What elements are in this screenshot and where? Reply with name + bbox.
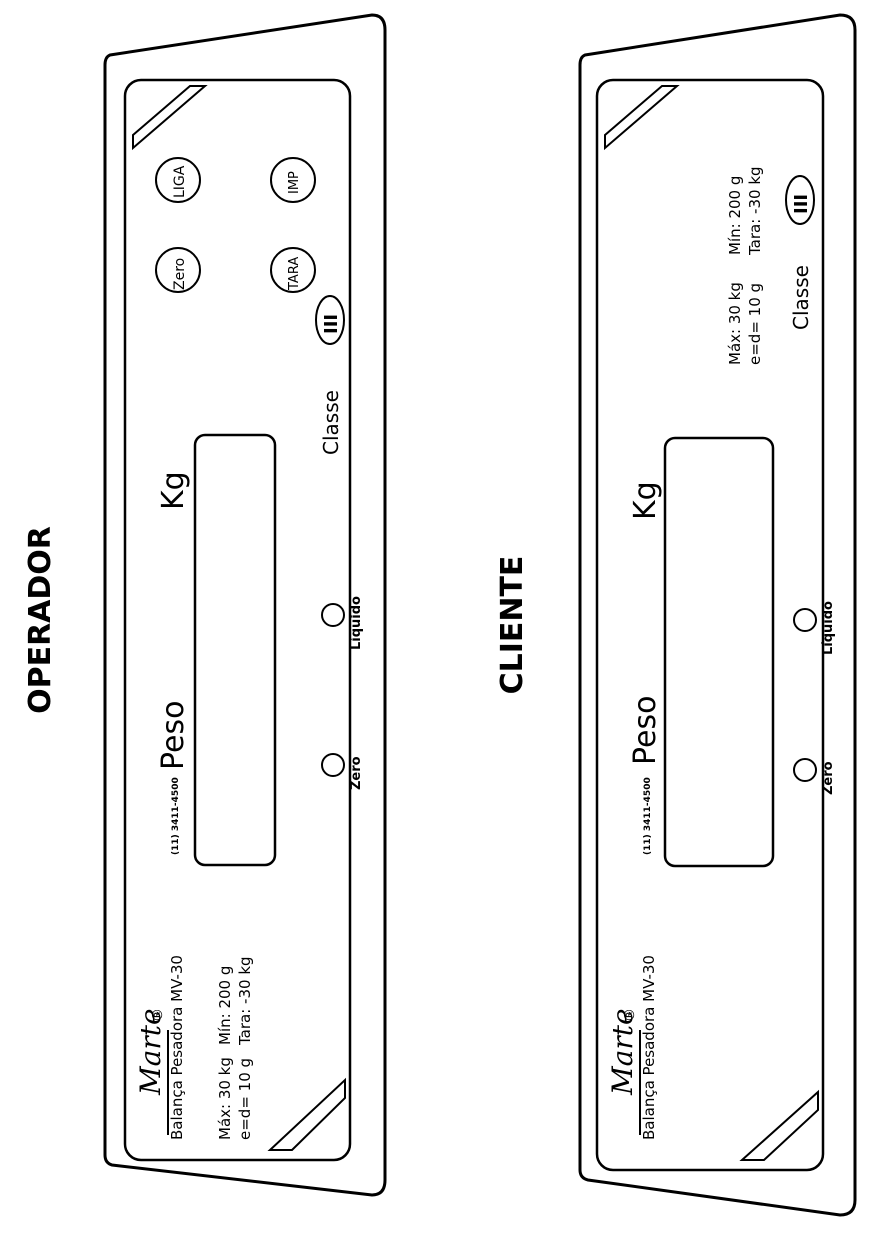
operador-tara-label: TARA bbox=[287, 257, 302, 291]
operador-tara-button[interactable]: TARA bbox=[270, 247, 316, 293]
operador-display-window bbox=[193, 433, 277, 867]
operador-tara-ring bbox=[270, 247, 316, 293]
cliente-model: Balança Pesadora MV-30 bbox=[640, 955, 658, 1140]
operador-spec-max: Máx: 30 kg bbox=[216, 1057, 234, 1140]
cliente-indicator-liquido-lamp bbox=[793, 608, 817, 632]
cliente-phone: (11) 3411-4500 bbox=[643, 777, 653, 855]
operador-classe-label: Classe bbox=[319, 390, 343, 455]
operador-indicator-liquido-lamp bbox=[321, 603, 345, 627]
cliente-brand-mark: ® bbox=[622, 1008, 638, 1022]
cliente-panel-outline bbox=[578, 13, 857, 1217]
cliente-indicator-liquido-label: Líquido bbox=[821, 601, 836, 655]
cliente-peso-label: Peso bbox=[628, 696, 663, 765]
operador-indicator-liquido-label: Líquido bbox=[349, 596, 364, 650]
cliente-display-window bbox=[663, 436, 775, 868]
cliente-corner-top bbox=[604, 85, 680, 151]
operador-model: Balança Pesadora MV-30 bbox=[168, 955, 186, 1140]
operador-corner-bottom bbox=[267, 1077, 346, 1151]
cliente-classe-label: Classe bbox=[789, 265, 813, 330]
operador-spec-e: e=d= 10 g bbox=[236, 1058, 254, 1140]
cliente-spec-min: Mín: 200 g bbox=[726, 176, 744, 255]
operador-corner-top bbox=[132, 85, 208, 151]
operador-panel-outline bbox=[103, 13, 387, 1197]
cliente-inner-panel bbox=[595, 78, 825, 1172]
operador-phone: (11) 3411-4500 bbox=[171, 777, 181, 855]
cliente-spec-max: Máx: 30 kg bbox=[726, 282, 744, 365]
operador-indicator-zero-lamp bbox=[321, 753, 345, 777]
cliente-indicator-zero-label: Zero bbox=[821, 761, 836, 795]
operador-zero-button[interactable]: Zero bbox=[155, 247, 201, 293]
operador-panel: Marte ® Balança Pesadora MV-30 Máx: 30 k… bbox=[103, 13, 387, 1197]
operador-spec-tara: Tara: -30 kg bbox=[236, 956, 254, 1046]
operador-liga-ring bbox=[155, 157, 201, 203]
operador-classe-value: III bbox=[321, 314, 342, 334]
cliente-unit-label: Kg bbox=[628, 481, 663, 520]
operador-imp-label: IMP bbox=[287, 171, 302, 194]
operador-spec-min: Mín: 200 g bbox=[216, 966, 234, 1045]
operador-inner-panel bbox=[123, 78, 352, 1162]
operador-zero-label: Zero bbox=[172, 258, 188, 290]
cliente-panel: Marte ® Balança Pesadora MV-30 (11) 3411… bbox=[578, 13, 857, 1217]
cliente-spec-tara: Tara: -30 kg bbox=[746, 166, 764, 256]
operador-imp-button[interactable]: IMP bbox=[270, 157, 316, 203]
cliente-indicator-zero-lamp bbox=[793, 758, 817, 782]
cliente-corner-bottom bbox=[739, 1089, 819, 1161]
operador-imp-ring bbox=[270, 157, 316, 203]
operador-title: OPERADOR bbox=[23, 526, 58, 714]
cliente-title: CLIENTE bbox=[495, 556, 530, 695]
operador-zero-ring bbox=[155, 247, 201, 293]
operador-classe-badge bbox=[315, 295, 345, 345]
operador-brand-logo: Marte bbox=[134, 1008, 167, 1096]
cliente-brand-logo: Marte bbox=[606, 1008, 639, 1096]
operador-peso-label: Peso bbox=[156, 701, 191, 770]
cliente-spec-e: e=d= 10 g bbox=[746, 283, 764, 365]
operador-unit-label: Kg bbox=[156, 471, 191, 510]
cliente-classe-value: III bbox=[791, 194, 812, 214]
operador-indicator-zero-label: Zero bbox=[349, 756, 364, 790]
operador-liga-label: LIGA bbox=[172, 165, 188, 198]
cliente-classe-badge bbox=[785, 175, 815, 225]
operador-liga-button[interactable]: LIGA bbox=[155, 157, 201, 203]
operador-brand-mark: ® bbox=[150, 1008, 166, 1022]
